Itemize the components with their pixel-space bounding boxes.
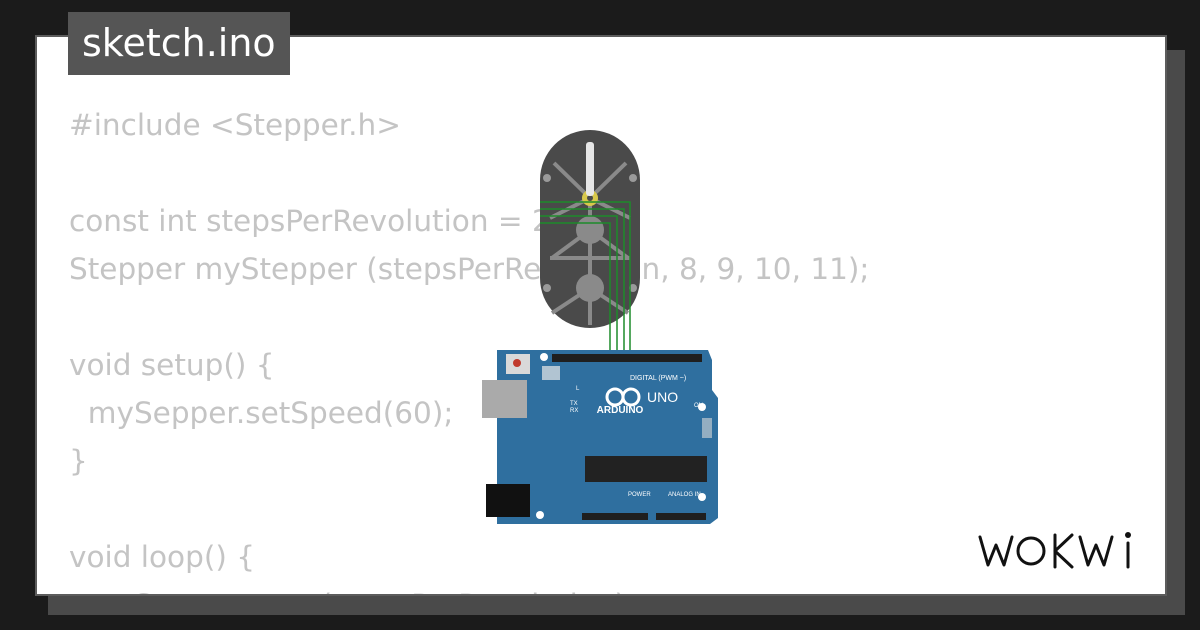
- digital-header-label: DIGITAL (PWM ~): [630, 375, 686, 382]
- l-led-label: L: [576, 386, 580, 392]
- board-brand-label: ARDUINO: [597, 405, 644, 416]
- power-header-label: POWER: [628, 492, 651, 498]
- on-led-label: ON: [694, 403, 703, 409]
- rx-led-label: RX: [570, 408, 578, 414]
- stepper-motor[interactable]: [540, 130, 640, 328]
- file-tab[interactable]: sketch.ino: [68, 12, 290, 75]
- wokwi-logo: [978, 532, 1131, 569]
- circuit-diagram[interactable]: ARDUINO UNO DIGITAL (PWM ~) POWER ANALOG…: [470, 128, 730, 528]
- motor-wires: [540, 201, 631, 353]
- code-editor: #include <Stepper.h> const int stepsPerR…: [69, 108, 870, 594]
- arduino-uno-board[interactable]: ARDUINO UNO DIGITAL (PWM ~) POWER ANALOG…: [482, 350, 718, 524]
- analog-header-label: ANALOG IN: [668, 492, 701, 498]
- tx-led-label: TX: [570, 401, 578, 407]
- board-model-label: UNO: [647, 389, 678, 405]
